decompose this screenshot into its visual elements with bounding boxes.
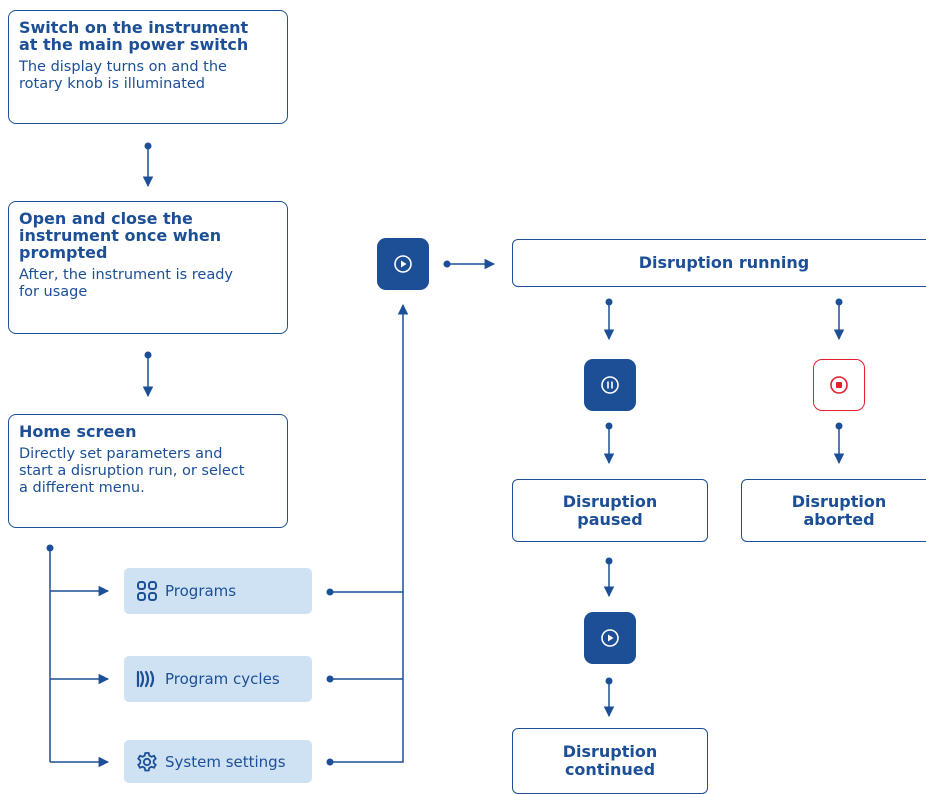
connector-settings-start [330, 303, 409, 763]
programs-grid-icon [136, 580, 158, 602]
menu-item-label: Program cycles [165, 670, 280, 688]
step-title: Switch on the instrument at the main pow… [19, 18, 249, 54]
step-home-screen: Home screen Directly set parameters and … [8, 414, 288, 528]
menu-item-label: System settings [165, 752, 286, 771]
connector-dot [443, 260, 451, 268]
play-icon [394, 255, 412, 273]
start-button[interactable] [377, 238, 429, 290]
state-disruption-paused: Disruption paused [512, 479, 708, 542]
gear-icon [136, 751, 158, 773]
step-description: The display turns on and the rotary knob… [19, 59, 227, 92]
state-disruption-running: Disruption running [512, 239, 926, 287]
step-power-on: Switch on the instrument at the main pow… [8, 10, 288, 124]
menu-item-programs[interactable]: Programs [124, 568, 312, 614]
program-cycles-icon [136, 668, 158, 690]
menu-item-label: Programs [165, 582, 237, 600]
connector-dot [605, 422, 613, 430]
connector-dot [835, 298, 843, 306]
stop-icon [830, 376, 848, 394]
connector-dot [326, 675, 334, 683]
pause-icon [601, 376, 619, 394]
state-disruption-continued: Disruption continued [512, 728, 708, 794]
play-icon [601, 629, 619, 647]
connector-dot [326, 758, 334, 766]
menu-item-system-settings[interactable]: System settings [124, 740, 312, 783]
connector-dot [835, 422, 843, 430]
connector-dot [326, 588, 334, 596]
connector-dot [46, 544, 54, 552]
connector-dot [144, 351, 152, 359]
state-disruption-aborted: Disruption aborted [741, 479, 926, 542]
step-description: After, the instrument is ready for usage [19, 267, 234, 300]
connector-dot [605, 677, 613, 685]
stop-button[interactable] [813, 359, 865, 411]
connector-dot [605, 298, 613, 306]
step-title: Open and close the instrument once when … [19, 209, 222, 262]
connector-dot [144, 142, 152, 150]
connector-dot [605, 557, 613, 565]
step-description: Directly set parameters and start a disr… [19, 446, 245, 496]
resume-button[interactable] [584, 612, 636, 664]
menu-item-program-cycles[interactable]: Program cycles [124, 656, 312, 702]
step-title: Home screen [19, 422, 137, 441]
pause-button[interactable] [584, 359, 636, 411]
step-open-close: Open and close the instrument once when … [8, 201, 288, 334]
